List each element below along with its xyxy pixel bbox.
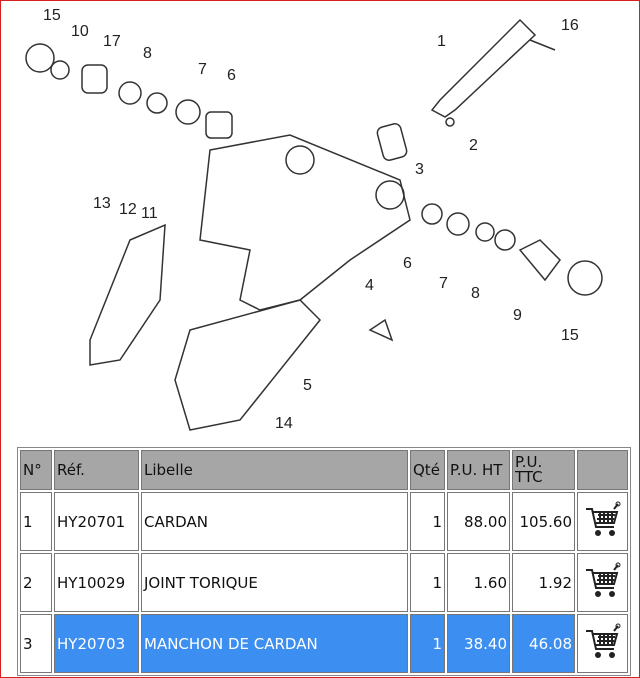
add-to-cart-button[interactable]: [577, 614, 628, 673]
col-qte: Qté: [410, 450, 445, 490]
callout-label: 6: [227, 67, 236, 84]
callout-label: 1: [437, 33, 446, 50]
cell-ref: HY20701: [54, 492, 139, 551]
cell-pu-ht: 38.40: [447, 614, 510, 673]
cell-ref: HY10029: [54, 553, 139, 612]
col-pu-ttc: P.U. TTC: [512, 450, 575, 490]
cell-libelle: MANCHON DE CARDAN: [141, 614, 408, 673]
callout-label: 7: [439, 275, 448, 292]
cell-qte: 1: [410, 614, 445, 673]
shopping-cart-icon: [585, 562, 620, 597]
arm-lower: [174, 299, 322, 431]
cell-pu-ht: 88.00: [447, 492, 510, 551]
table-row[interactable]: 3 HY20703 MANCHON DE CARDAN 1 38.40 46.0…: [20, 614, 628, 673]
cell-no: 1: [20, 492, 52, 551]
cell-no: 2: [20, 553, 52, 612]
callout-label: 7: [198, 61, 207, 78]
callout-label: 8: [471, 285, 480, 302]
callout-label: 2: [469, 137, 478, 154]
callout-label: 9: [513, 307, 522, 324]
add-to-cart-button[interactable]: [577, 492, 628, 551]
cell-pu-ttc: 1.92: [512, 553, 575, 612]
col-cart: [577, 450, 628, 490]
swing-arm-frame: [199, 134, 411, 311]
callout-label: 14: [275, 415, 293, 432]
col-ref: Réf.: [54, 450, 139, 490]
shopping-cart-icon: [585, 623, 620, 658]
table-header-row: N° Réf. Libelle Qté P.U. HT P.U. TTC: [20, 450, 628, 490]
callout-label: 13: [93, 195, 111, 212]
callout-label: 16: [561, 17, 579, 34]
cell-no: 3: [20, 614, 52, 673]
cell-qte: 1: [410, 553, 445, 612]
add-to-cart-button[interactable]: [577, 553, 628, 612]
callout-label: 8: [143, 45, 152, 62]
callout-label: 12: [119, 201, 137, 218]
callout-label: 17: [103, 33, 121, 50]
cell-ref: HY20703: [54, 614, 139, 673]
col-libelle: Libelle: [141, 450, 408, 490]
col-pu-ht: P.U. HT: [447, 450, 510, 490]
callout-label: 10: [71, 23, 89, 40]
callout-label: 15: [43, 7, 61, 24]
callout-label: 4: [365, 277, 374, 294]
shopping-cart-icon: [585, 501, 620, 536]
parts-table: N° Réf. Libelle Qté P.U. HT P.U. TTC 1 H…: [17, 447, 631, 676]
table-row[interactable]: 2 HY10029 JOINT TORIQUE 1 1.60 1.92: [20, 553, 628, 612]
callout-label: 5: [303, 377, 312, 394]
callout-label: 11: [141, 205, 158, 222]
callout-label: 15: [561, 327, 579, 344]
cell-pu-ttc: 105.60: [512, 492, 575, 551]
cell-libelle: JOINT TORIQUE: [141, 553, 408, 612]
arm-left-bracket: [89, 223, 166, 366]
cell-libelle: CARDAN: [141, 492, 408, 551]
cell-pu-ttc: 46.08: [512, 614, 575, 673]
cell-pu-ht: 1.60: [447, 553, 510, 612]
callout-label: 6: [403, 255, 412, 272]
col-no: N°: [20, 450, 52, 490]
table-row[interactable]: 1 HY20701 CARDAN 1 88.00 105.60: [20, 492, 628, 551]
callout-label: 3: [415, 161, 424, 178]
cell-qte: 1: [410, 492, 445, 551]
